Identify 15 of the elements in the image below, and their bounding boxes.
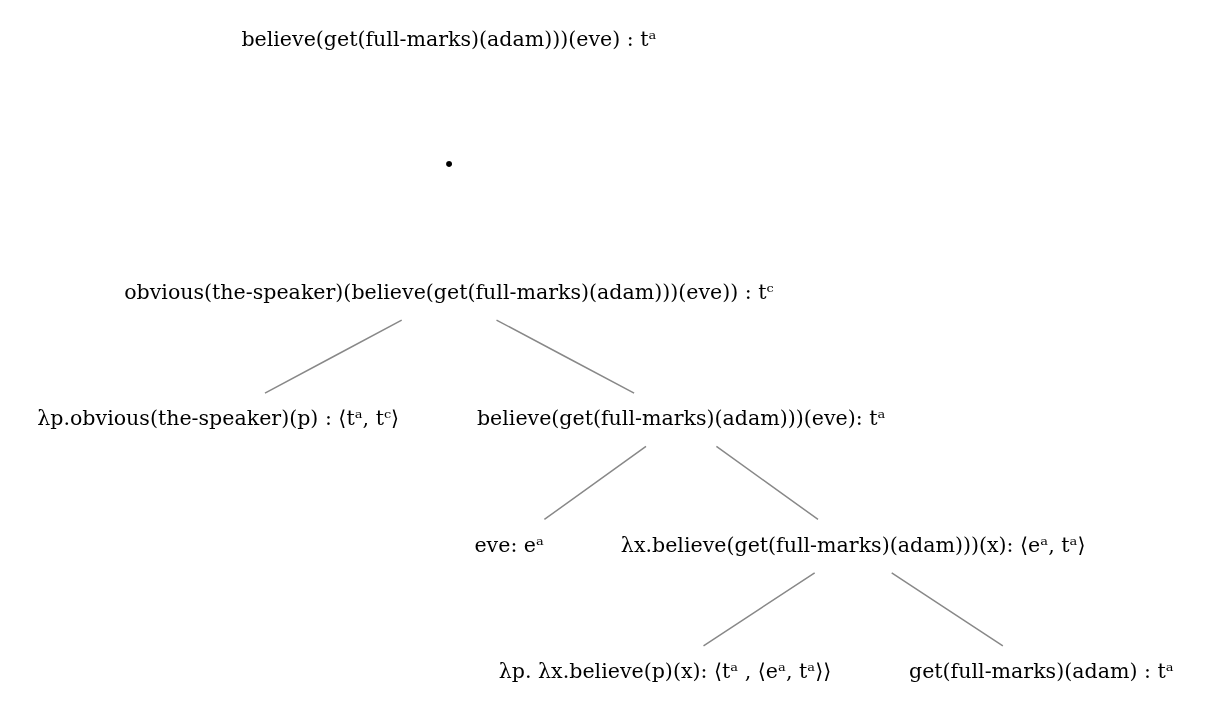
node-text: λp.obvious(the-speaker)(p) : ⟨tᵃ, tᶜ⟩ — [36, 406, 399, 431]
node-text: λp. λx.believe(p)(x): ⟨tᵃ , ⟨eᵃ, tᵃ⟩⟩ — [498, 658, 831, 683]
connector — [543, 445, 647, 521]
connector — [495, 319, 635, 394]
node-text: eve: eᵃ — [473, 532, 544, 557]
label: • — [442, 153, 455, 178]
label: believe(get(full-marks)(adam)))(eve) : tᵃ — [240, 26, 657, 51]
connector — [702, 572, 815, 647]
node-text: λx.believe(get(full-marks)(adam)))(x): ⟨eᵃ, tᵃ⟩ — [620, 532, 1085, 557]
node-text: believe(get(full-marks)(adam)))(eve): tᵃ — [476, 406, 885, 431]
connector — [890, 572, 1004, 647]
connector — [263, 319, 402, 394]
node-text: get(full-marks)(adam) : tᵃ — [908, 658, 1174, 683]
connector — [715, 445, 819, 521]
node-text: obvious(the-speaker)(believe(get(full-marks)(adam)))(eve)) : tᶜ — [123, 279, 774, 304]
